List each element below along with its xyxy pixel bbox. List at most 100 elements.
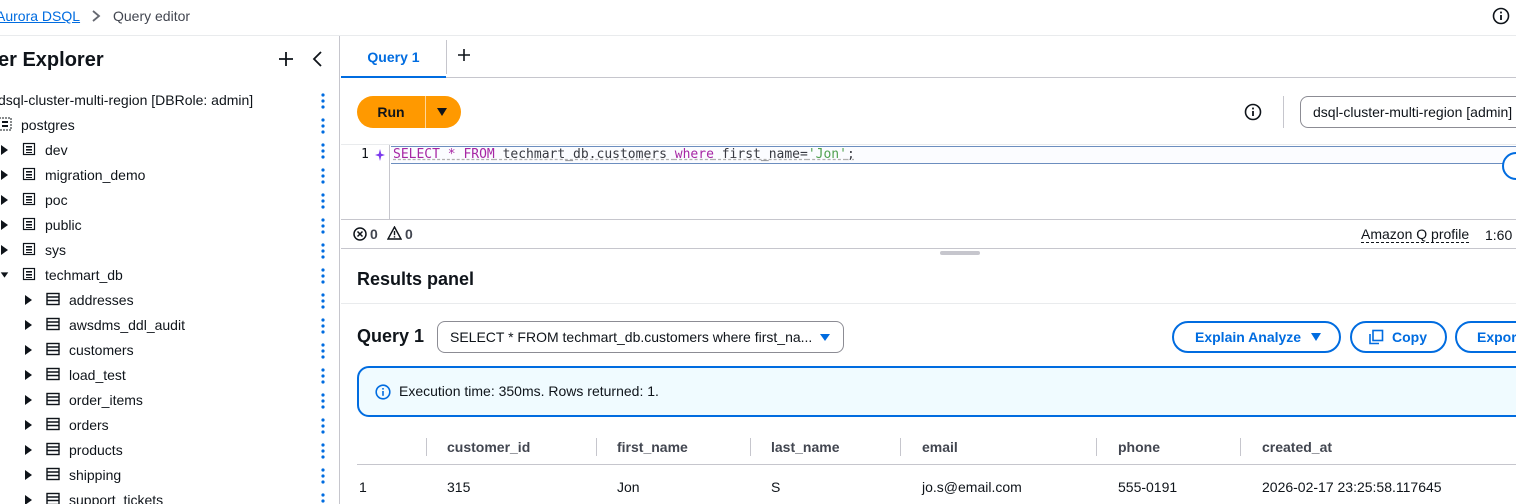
add-tab-icon[interactable] — [457, 48, 471, 62]
cell-last-name: S — [771, 479, 781, 495]
column-header-last-name[interactable]: last_name — [771, 439, 840, 455]
warning-count: 0 — [405, 226, 413, 242]
more-actions-icon[interactable] — [318, 167, 328, 185]
more-actions-icon[interactable] — [318, 492, 328, 504]
caret-right-icon[interactable] — [0, 169, 9, 181]
schema-icon — [22, 267, 36, 281]
editor-tabs: Query 1 — [341, 36, 1516, 78]
amazon-q-profile-link[interactable]: Amazon Q profile — [1361, 226, 1470, 243]
tree-item-order-items[interactable]: order_items — [0, 388, 340, 413]
query-select-value: SELECT * FROM techmart_db.customers wher… — [450, 329, 813, 345]
more-actions-icon[interactable] — [318, 142, 328, 160]
column-divider[interactable] — [596, 438, 597, 456]
panel-resize-handle[interactable] — [940, 251, 980, 255]
tree-item-cluster[interactable]: dsql-cluster-multi-region [DBRole: admin… — [0, 88, 340, 113]
tree-item-load-test[interactable]: load_test — [0, 363, 340, 388]
caret-right-icon[interactable] — [24, 444, 33, 456]
caret-right-icon[interactable] — [24, 319, 33, 331]
collapse-panel-chevron-left-icon[interactable] — [309, 49, 327, 69]
more-actions-icon[interactable] — [318, 392, 328, 410]
tree-item-label: postgres — [21, 117, 75, 133]
run-button[interactable]: Run — [377, 104, 405, 120]
tree-item-awsdms-ddl-audit[interactable]: awsdms_ddl_audit — [0, 313, 340, 338]
more-actions-icon[interactable] — [318, 92, 328, 110]
more-actions-icon[interactable] — [318, 192, 328, 210]
caret-right-icon[interactable] — [0, 194, 9, 206]
sql-string: 'Jon' — [807, 147, 847, 162]
caret-right-icon[interactable] — [0, 244, 9, 256]
table-icon — [46, 342, 60, 356]
more-actions-icon[interactable] — [318, 417, 328, 435]
more-actions-icon[interactable] — [318, 117, 328, 135]
tree-item-addresses[interactable]: addresses — [0, 288, 340, 313]
more-actions-icon[interactable] — [318, 292, 328, 310]
cell-phone: 555-0191 — [1118, 479, 1178, 495]
more-actions-icon[interactable] — [318, 467, 328, 485]
tree-item-public[interactable]: public — [0, 213, 340, 238]
cell-email: jo.s@email.com — [922, 479, 1022, 495]
table-row[interactable]: 1 315 Jon S jo.s@email.com 555-0191 2026… — [357, 466, 1516, 504]
copy-icon — [1369, 329, 1384, 345]
error-count: 0 — [370, 226, 378, 242]
schema-icon — [22, 242, 36, 256]
caret-right-icon[interactable] — [24, 494, 33, 504]
column-header-phone[interactable]: phone — [1118, 439, 1160, 455]
caret-right-icon[interactable] — [0, 219, 9, 231]
caret-down-icon[interactable] — [0, 269, 9, 281]
active-line-highlight — [391, 146, 1516, 164]
tree-item-label: order_items — [69, 392, 143, 408]
tree-item-postgres[interactable]: postgres — [0, 113, 340, 138]
more-actions-icon[interactable] — [318, 217, 328, 235]
more-actions-icon[interactable] — [318, 267, 328, 285]
caret-right-icon[interactable] — [24, 369, 33, 381]
caret-right-icon[interactable] — [24, 294, 33, 306]
column-header-email[interactable]: email — [922, 439, 958, 455]
info-icon[interactable] — [1492, 7, 1510, 25]
results-table-header: customer_id first_name last_name email p… — [357, 429, 1516, 465]
tree-item-sys[interactable]: sys — [0, 238, 340, 263]
tree-item-poc[interactable]: poc — [0, 188, 340, 213]
sql-editor[interactable]: 1 SELECT * FROM techmart_db.customers wh… — [341, 144, 1516, 220]
table-icon — [46, 392, 60, 406]
tree-item-migration-demo[interactable]: migration_demo — [0, 163, 340, 188]
info-icon[interactable] — [1244, 103, 1262, 121]
tree-item-support-tickets[interactable]: support_tickets — [0, 488, 340, 504]
amazon-q-sparkle-icon[interactable] — [375, 149, 385, 161]
copy-button[interactable]: Copy — [1350, 321, 1447, 353]
tree-item-techmart-db[interactable]: techmart_db — [0, 263, 340, 288]
sql-code-line[interactable]: SELECT * FROM techmart_db.customers wher… — [393, 147, 855, 162]
caret-right-icon[interactable] — [24, 469, 33, 481]
more-actions-icon[interactable] — [318, 342, 328, 360]
tree-item-orders[interactable]: orders — [0, 413, 340, 438]
breadcrumb-aurora-dsql-link[interactable]: Aurora DSQL — [0, 8, 81, 24]
tree-item-customers[interactable]: customers — [0, 338, 340, 363]
add-icon[interactable] — [276, 49, 296, 69]
more-actions-icon[interactable] — [318, 442, 328, 460]
explain-analyze-button[interactable]: Explain Analyze — [1172, 321, 1341, 353]
tab-query-1[interactable]: Query 1 — [341, 36, 446, 78]
column-header-created-at[interactable]: created_at — [1262, 439, 1333, 455]
column-divider[interactable] — [900, 438, 901, 456]
caret-right-icon[interactable] — [24, 419, 33, 431]
caret-right-icon[interactable] — [24, 344, 33, 356]
caret-right-icon[interactable] — [24, 394, 33, 406]
query-select[interactable]: SELECT * FROM techmart_db.customers wher… — [437, 321, 844, 353]
caret-right-icon[interactable] — [0, 144, 9, 156]
tree-item-products[interactable]: products — [0, 438, 340, 463]
column-divider[interactable] — [750, 438, 751, 456]
export-button[interactable]: Export — [1455, 321, 1516, 353]
more-actions-icon[interactable] — [318, 317, 328, 335]
more-actions-icon[interactable] — [318, 367, 328, 385]
tree-item-label: products — [69, 442, 123, 458]
column-header-first-name[interactable]: first_name — [617, 439, 688, 455]
run-options-caret-down-icon[interactable] — [436, 107, 448, 117]
column-header-customer-id[interactable]: customer_id — [447, 439, 531, 455]
tree-item-shipping[interactable]: shipping — [0, 463, 340, 488]
column-divider[interactable] — [1240, 438, 1241, 456]
column-divider[interactable] — [1096, 438, 1097, 456]
connection-select[interactable]: dsql-cluster-multi-region [admin] — [1300, 96, 1516, 128]
column-divider[interactable] — [426, 438, 427, 456]
sql-keyword: where — [674, 147, 714, 162]
tree-item-dev[interactable]: dev — [0, 138, 340, 163]
more-actions-icon[interactable] — [318, 242, 328, 260]
